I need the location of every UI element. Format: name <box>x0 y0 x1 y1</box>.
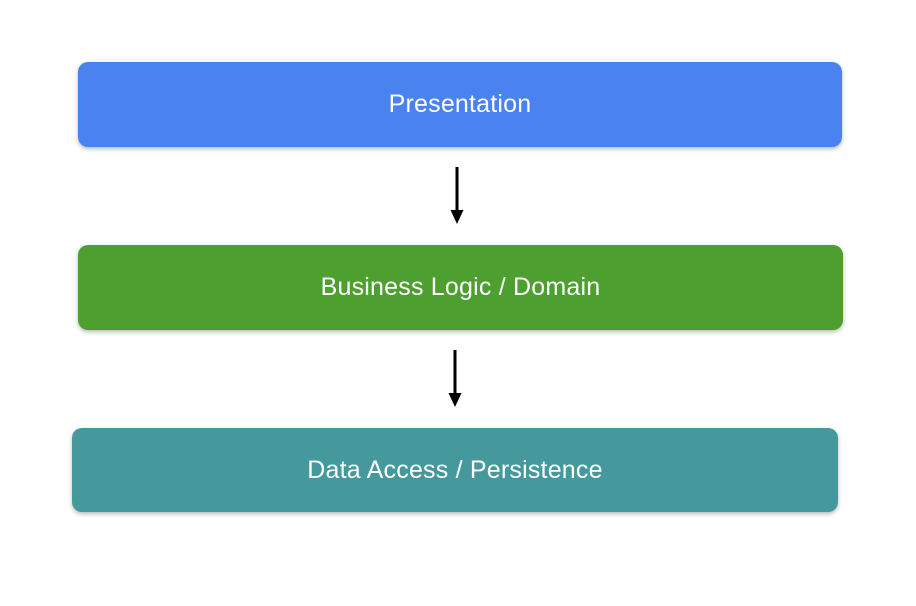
layer-label-presentation: Presentation <box>388 90 532 118</box>
down-arrow-icon <box>448 350 462 407</box>
layer-box-presentation: Presentation <box>78 62 842 147</box>
layer-box-business-logic: Business Logic / Domain <box>78 245 843 330</box>
layer-label-business-logic: Business Logic / Domain <box>320 273 601 301</box>
down-arrow-icon <box>450 167 464 224</box>
layer-box-data-access: Data Access / Persistence <box>72 428 838 512</box>
layer-label-data-access: Data Access / Persistence <box>307 455 603 484</box>
